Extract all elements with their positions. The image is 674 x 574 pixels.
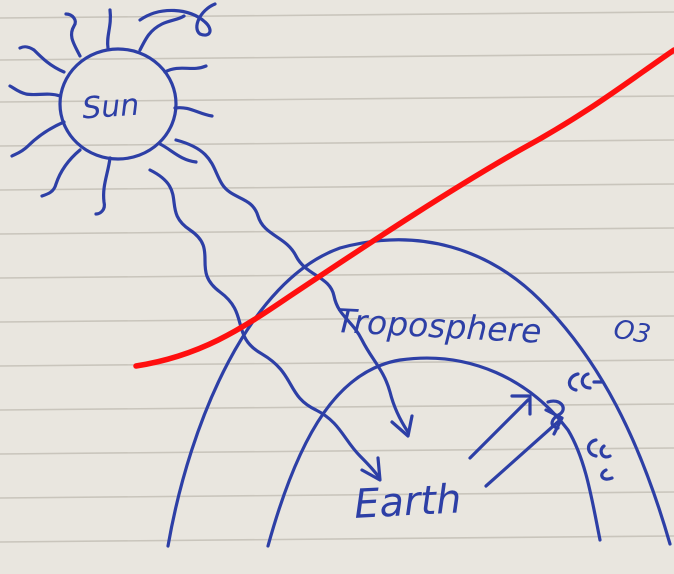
ozone-label: O3 xyxy=(611,314,653,350)
earth-label: Earth xyxy=(353,476,463,528)
gas-symbols xyxy=(548,374,612,479)
troposphere-label: Troposphere xyxy=(335,301,542,351)
sun-label: Sun xyxy=(81,88,140,127)
sun-drawing: Sun xyxy=(10,10,212,214)
